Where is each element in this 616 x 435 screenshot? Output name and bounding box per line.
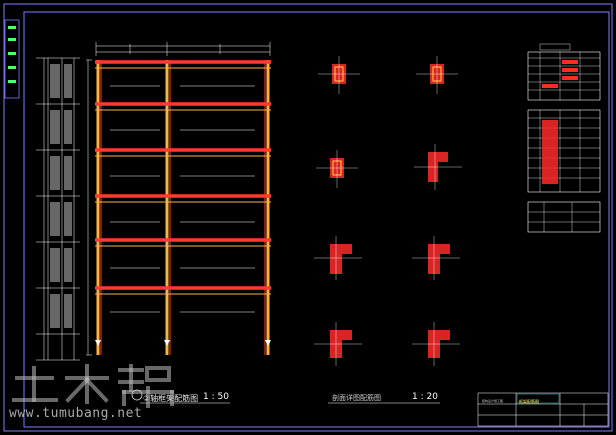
frame-beams	[95, 60, 271, 290]
section-details-title: 剖面详图配筋图	[332, 394, 381, 402]
title-block-company: 结构设计施工图	[482, 399, 504, 403]
title-block-highlight	[516, 393, 560, 404]
frame-dimension-lines	[86, 42, 271, 356]
outer-frame	[3, 3, 613, 432]
rebar-table-1	[527, 43, 601, 101]
inner-frame	[23, 11, 610, 428]
beam-top-bars	[95, 67, 271, 295]
binding-strip-marks	[8, 26, 16, 83]
section-detail-6	[412, 236, 460, 280]
frame-elevation-scale: 1 : 50	[203, 392, 229, 402]
section-detail-7	[314, 322, 362, 366]
title-block	[477, 392, 609, 427]
watermark-url: www.tumubang.net	[9, 406, 143, 421]
section-detail-1	[318, 56, 360, 94]
section-detail-3	[316, 150, 358, 188]
section-detail-5	[314, 236, 362, 280]
title-block-drawing-name: 框架配筋图	[519, 399, 539, 404]
rebar-table-2	[527, 109, 601, 193]
column-elevation-schedule	[36, 57, 80, 361]
column-schedule-hatch	[50, 64, 72, 328]
section-details-scale: 1 : 20	[412, 392, 438, 402]
rebar-table-3	[527, 201, 601, 233]
watermark-logo	[12, 364, 174, 408]
left-binding-strip	[4, 19, 20, 99]
section-detail-4	[414, 144, 462, 190]
section-detail-8	[412, 322, 460, 366]
frame-columns	[96, 60, 270, 355]
frame-bottom-markers	[95, 340, 271, 346]
frame-annotation-ticks	[110, 85, 255, 313]
section-detail-2	[416, 56, 458, 94]
